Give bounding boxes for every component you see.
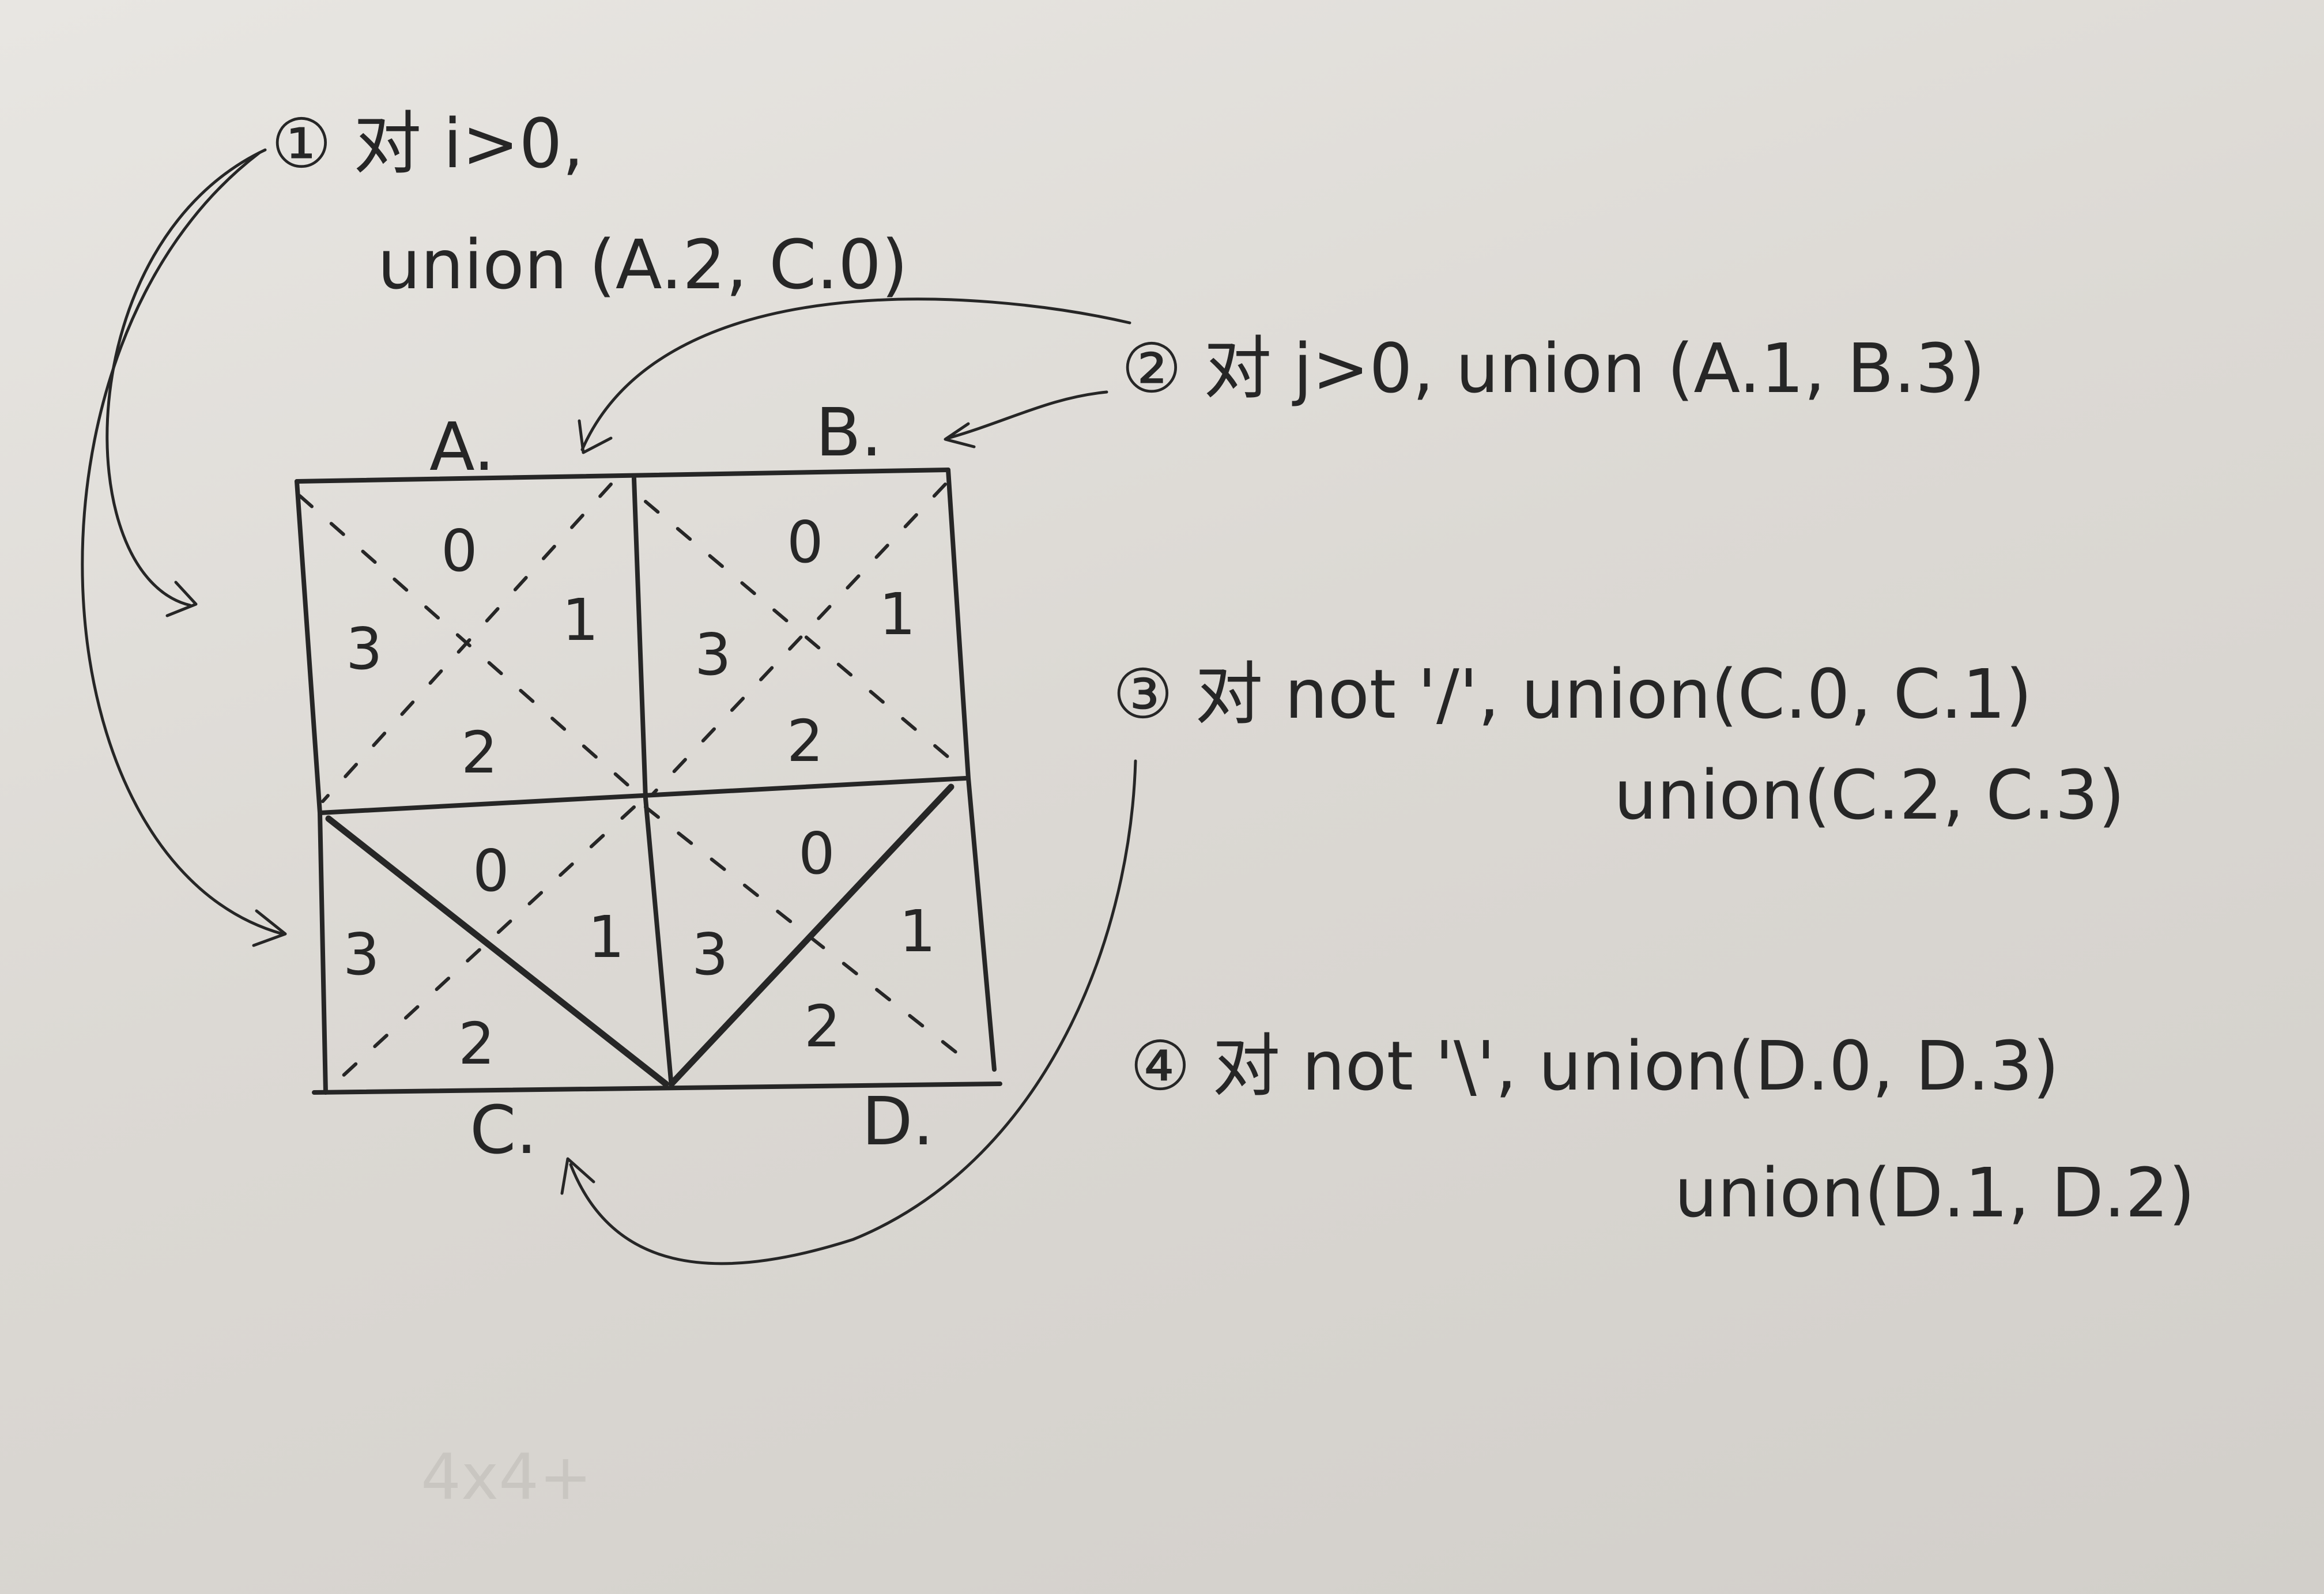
arrow-step1-to-c-head — [252, 909, 287, 947]
cell-a-3: 3 — [346, 615, 383, 683]
cell-a-1: 1 — [562, 586, 599, 654]
cell-b-1: 1 — [879, 581, 916, 648]
note-step4-line1: ④ 对 not '\', union(D.0, D.3) — [1130, 1026, 2059, 1106]
note-step2: ② 对 j>0, union (A.1, B.3) — [1121, 329, 1985, 408]
diagonal-c-forward — [333, 805, 636, 1086]
cell-d-2: 2 — [804, 993, 841, 1060]
cell-b-0: 0 — [787, 508, 824, 576]
grid-vertical-divider — [632, 476, 674, 1089]
diagonal-a-back — [298, 494, 642, 797]
grid-horizontal-divider — [318, 776, 968, 815]
cell-c-0: 0 — [473, 837, 510, 905]
arrow-step2-to-b-head — [944, 422, 976, 449]
arrow-step1-to-c — [81, 151, 284, 936]
arrow-step2-to-a — [580, 297, 1131, 451]
note-step1-line1: ① 对 i>0, — [271, 104, 584, 183]
arrow-step3-to-c-head — [560, 1157, 595, 1195]
cell-c-3: 3 — [343, 921, 380, 988]
arrow-step3-to-c — [569, 759, 1137, 1265]
diagonal-c-solid — [325, 815, 669, 1087]
grid — [295, 468, 1002, 1095]
note-step4-line2: union(D.1, D.2) — [1674, 1153, 2195, 1233]
faint-text: 4x4+ — [421, 1440, 592, 1514]
note-step3-line2: union(C.2, C.3) — [1614, 755, 2125, 835]
cell-b-3: 3 — [695, 621, 731, 688]
grid-top-edge — [295, 468, 950, 484]
diagonal-d-solid — [668, 783, 954, 1087]
cell-d-1: 1 — [899, 898, 936, 965]
cell-a-2: 2 — [461, 719, 498, 786]
note-step3-line1: ③ 对 not '/', union(C.0, C.1) — [1112, 654, 2032, 734]
cell-d-0: 0 — [798, 820, 835, 887]
cell-c-2: 2 — [458, 1010, 495, 1077]
note-step1-line2: union (A.2, C.0) — [378, 225, 908, 304]
diagonal-a-forward — [321, 483, 613, 803]
arrow-step2-to-a-head — [578, 419, 613, 454]
cell-a-0: 0 — [441, 517, 478, 585]
corner-label-a: A. — [429, 409, 495, 486]
grid-left-edge — [295, 479, 328, 1095]
cell-c-1: 1 — [588, 903, 625, 971]
arrow-step2-to-b — [946, 390, 1108, 440]
arrow-step1-to-a — [105, 148, 267, 607]
corner-label-d: D. — [862, 1083, 934, 1160]
diagonal-b-back — [644, 500, 961, 768]
grid-right-edge — [946, 468, 997, 1072]
corner-label-b: B. — [816, 394, 882, 472]
cell-d-3: 3 — [692, 921, 729, 988]
arrows — [81, 148, 1137, 1265]
cell-b-2: 2 — [787, 707, 824, 775]
solid-diagonals — [325, 783, 954, 1087]
corner-label-c: C. — [470, 1092, 537, 1169]
arrow-step1-to-a-head — [165, 581, 198, 617]
grid-bottom-edge — [312, 1081, 1002, 1095]
diagonal-b-forward — [650, 483, 947, 797]
